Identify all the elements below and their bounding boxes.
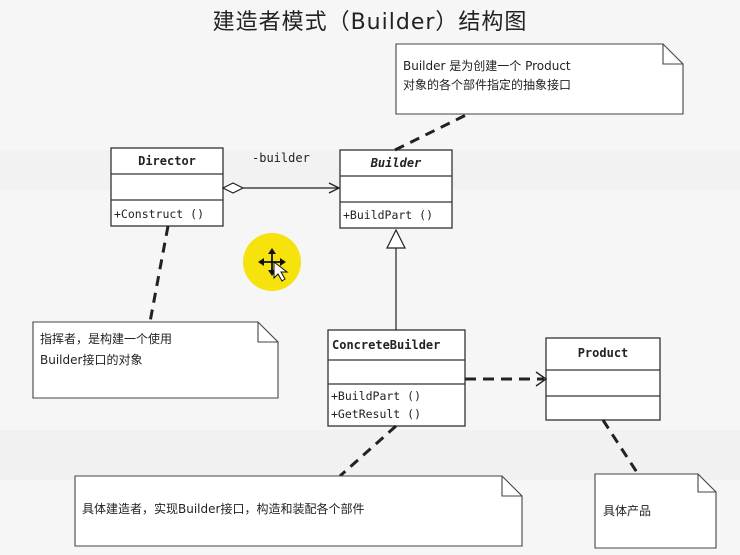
move-cursor-icon <box>258 248 289 282</box>
note-director: 指挥者，是构建一个使用 Builder接口的对象 <box>32 321 279 399</box>
note-text: 对象的各个部件指定的抽象接口 <box>403 77 571 92</box>
class-product[interactable]: Product <box>545 337 661 421</box>
class-operation: +BuildPart () <box>343 208 433 222</box>
note-connector <box>394 112 469 152</box>
cursor-highlight <box>243 233 301 291</box>
association-label: -builder <box>252 151 310 165</box>
class-operation: +GetResult () <box>331 407 421 421</box>
note-text: 指挥者，是构建一个使用 <box>40 331 172 346</box>
class-operation: +BuildPart () <box>331 389 421 403</box>
note-concrete-builder: 具体建造者，实现Builder接口，构造和装配各个部件 <box>74 475 523 547</box>
aggregation-diamond <box>221 182 245 194</box>
class-director[interactable]: Director +Construct () <box>110 147 224 227</box>
class-operation: +Construct () <box>114 207 204 221</box>
class-name: Product <box>578 346 629 360</box>
diagram-title: 建造者模式（Builder）结构图 <box>212 10 528 35</box>
note-builder: Builder 是为创建一个 Product 对象的各个部件指定的抽象接口 <box>395 43 684 115</box>
note-product: 具体产品 <box>594 473 717 549</box>
generalization-arrow <box>386 228 406 330</box>
class-name: ConcreteBuilder <box>332 338 440 352</box>
aggregation-director-builder: -builder <box>221 151 339 194</box>
class-name: Builder <box>370 156 422 170</box>
note-text: Builder 是为创建一个 Product <box>403 59 571 73</box>
inheritance-triangle <box>386 228 406 249</box>
note-connector <box>339 424 397 478</box>
note-text: 具体产品 <box>603 504 651 518</box>
note-connector <box>148 225 170 323</box>
dependency-arrow <box>465 371 548 387</box>
note-text: 具体建造者，实现Builder接口，构造和装配各个部件 <box>82 501 364 516</box>
class-name: Director <box>138 154 196 168</box>
note-text: Builder接口的对象 <box>40 352 142 367</box>
class-concrete-builder[interactable]: ConcreteBuilder +BuildPart () +GetResult… <box>327 329 466 427</box>
note-connector <box>601 419 640 475</box>
class-builder[interactable]: Builder +BuildPart () <box>339 149 453 229</box>
